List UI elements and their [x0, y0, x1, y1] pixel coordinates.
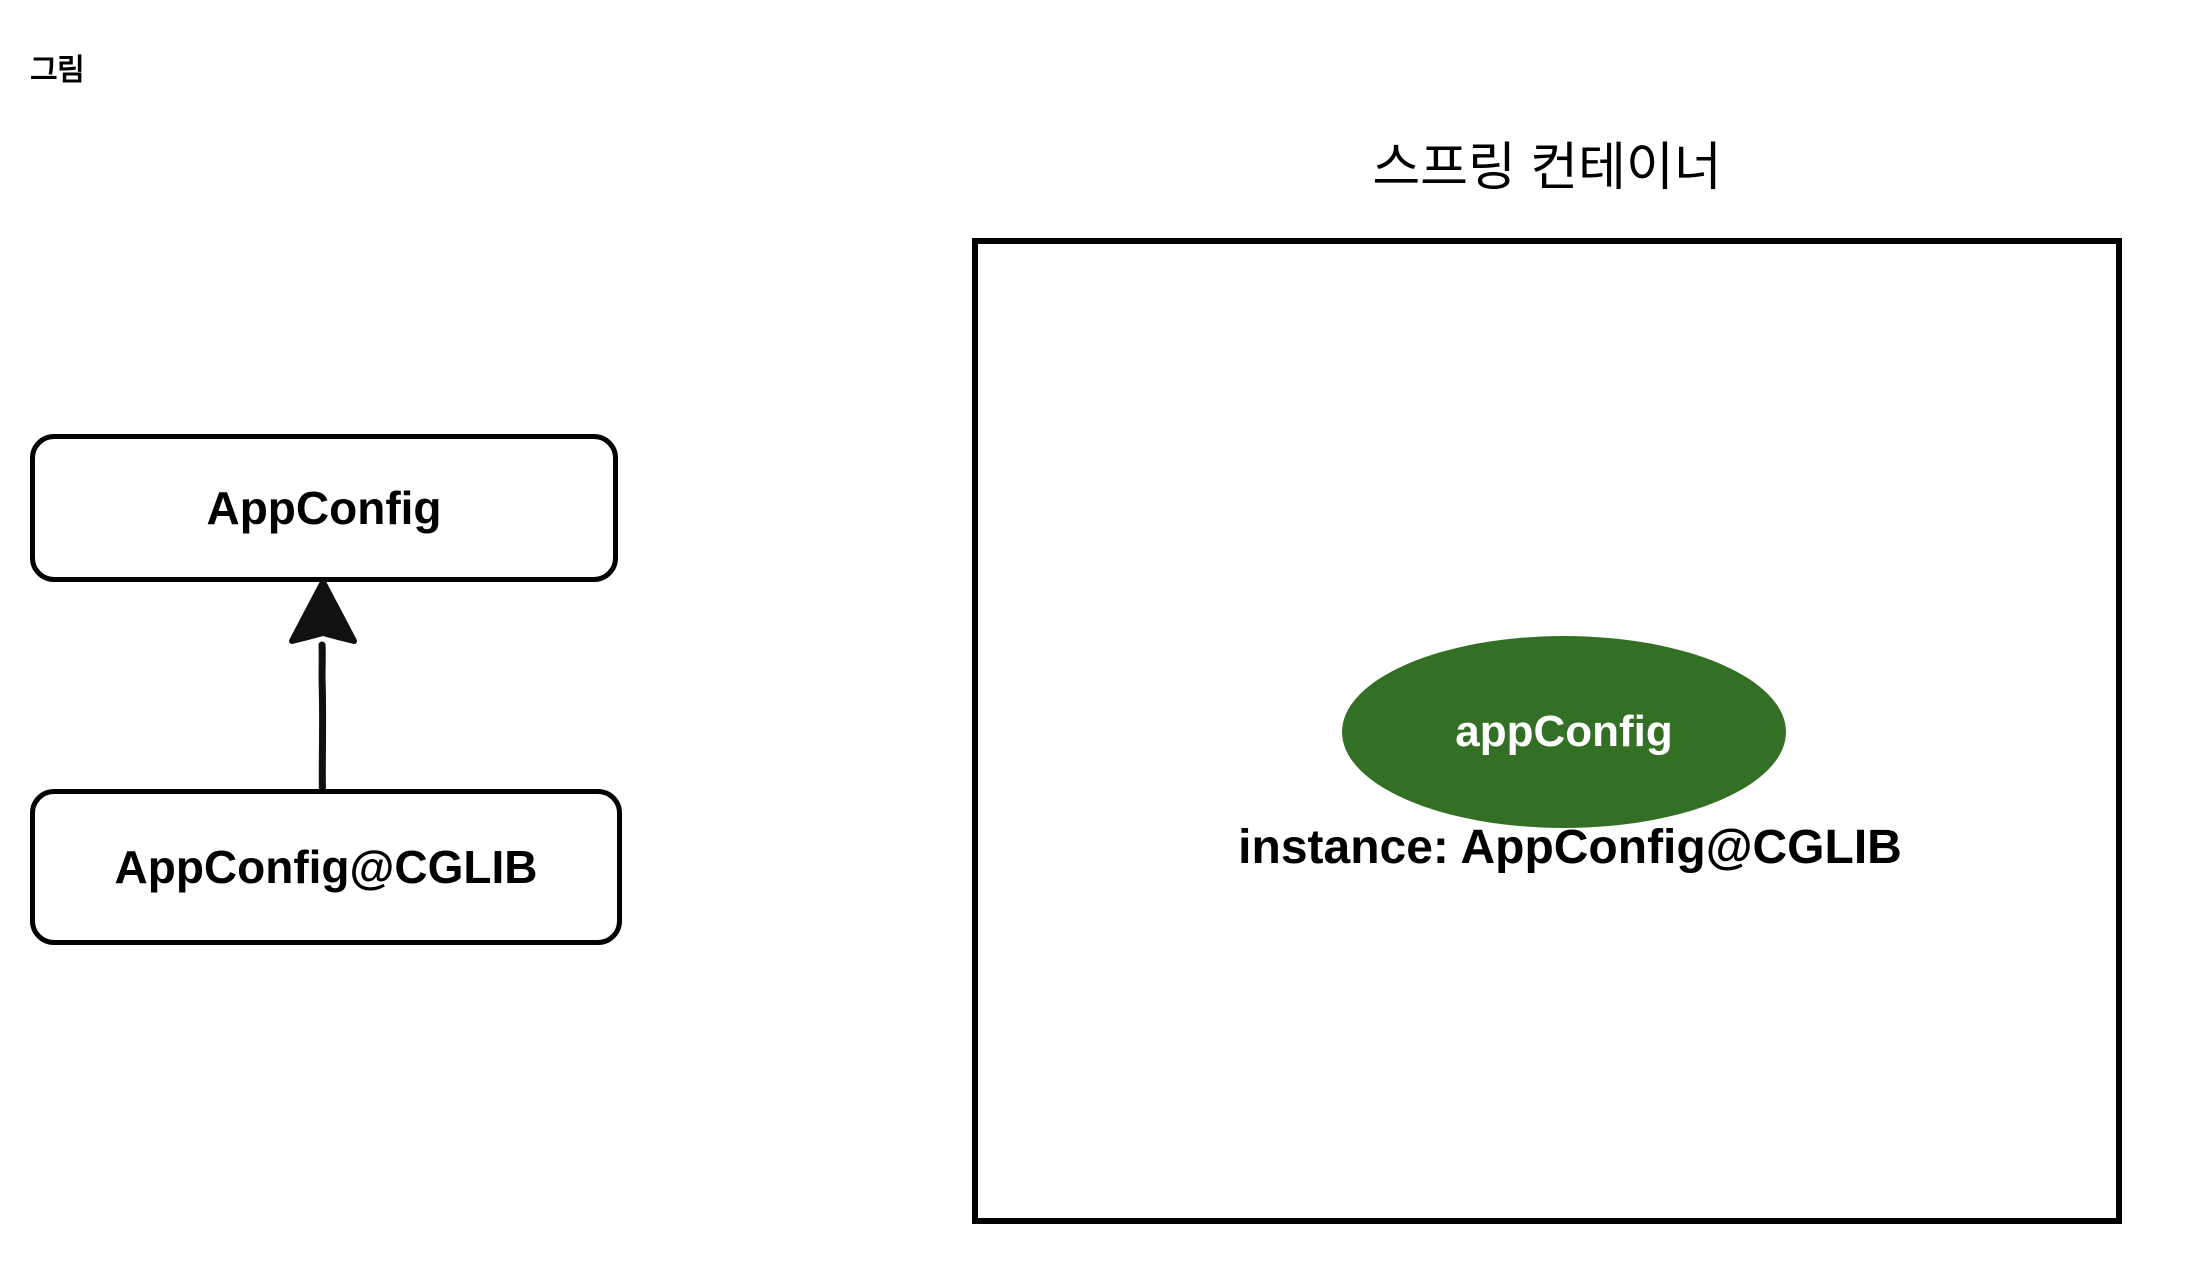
class-box-appconfig-cglib-label: AppConfig@CGLIB: [114, 841, 538, 893]
bean-ellipse-appconfig: appConfig: [1342, 636, 1786, 828]
class-box-appconfig: AppConfig: [30, 434, 618, 582]
figure-caption: 그림: [30, 54, 85, 87]
spring-container-title: 스프링 컨테이너: [1372, 139, 1722, 197]
class-box-appconfig-cglib: AppConfig@CGLIB: [30, 789, 622, 945]
bean-ellipse-label: appConfig: [1455, 707, 1673, 756]
inheritance-arrow-up-icon: [289, 579, 357, 800]
class-box-appconfig-label: AppConfig: [206, 482, 442, 534]
bean-instance-label: instance: AppConfig@CGLIB: [1238, 821, 1902, 874]
